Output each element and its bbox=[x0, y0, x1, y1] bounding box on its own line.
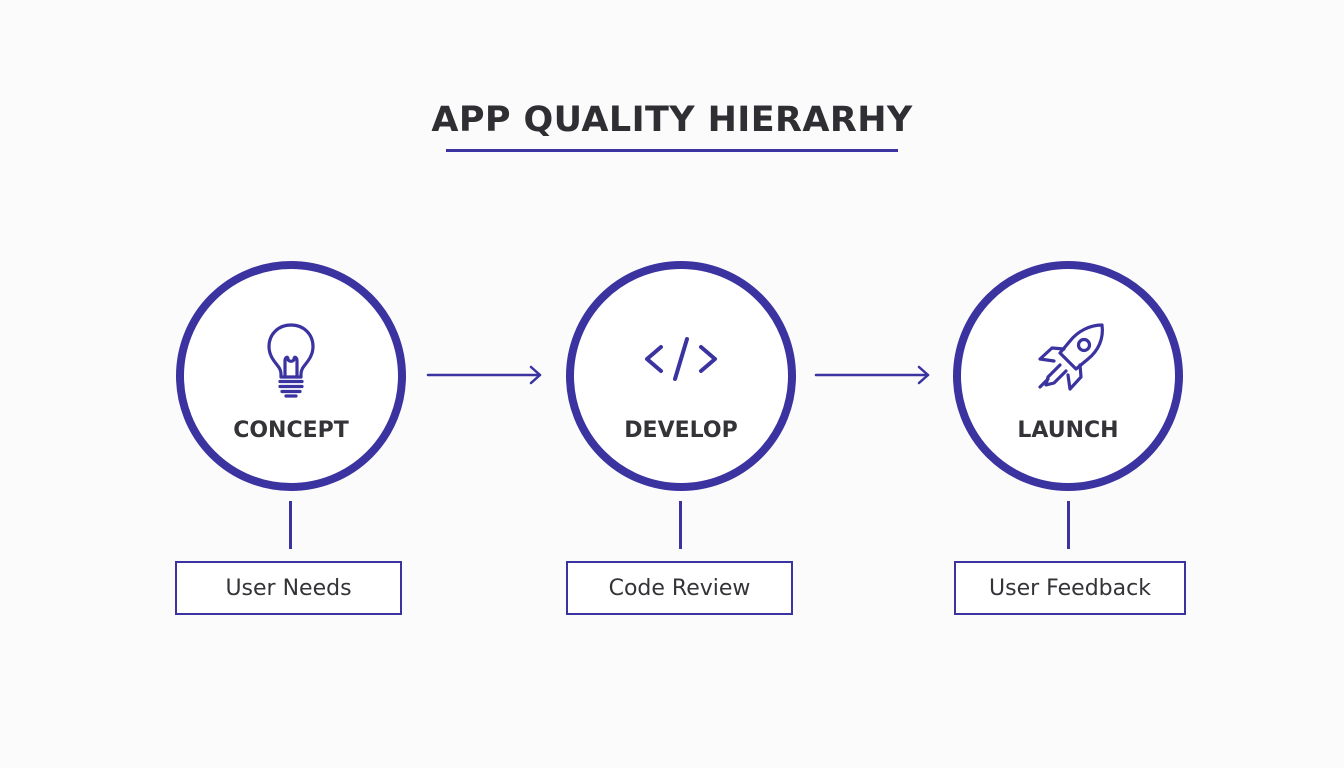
stage-launch-label: LAUNCH bbox=[1017, 418, 1119, 443]
stage-develop-circle: DEVELOP bbox=[566, 261, 796, 491]
arrow-right-icon bbox=[814, 365, 930, 385]
code-icon bbox=[645, 337, 717, 381]
stage-concept-detail: User Needs bbox=[175, 561, 402, 615]
stage-launch-circle: LAUNCH bbox=[953, 261, 1183, 491]
stage-concept-connector bbox=[289, 501, 292, 549]
title-underline bbox=[446, 149, 898, 152]
arrow-right-icon bbox=[426, 365, 542, 385]
stage-launch-connector bbox=[1067, 501, 1070, 549]
rocket-icon bbox=[1038, 323, 1104, 391]
diagram-title: APP QUALITY HIERARHY bbox=[431, 100, 913, 140]
stage-concept-label: CONCEPT bbox=[233, 418, 349, 443]
stage-develop-detail: Code Review bbox=[566, 561, 793, 615]
lightbulb-icon bbox=[267, 323, 315, 398]
stage-develop-label: DEVELOP bbox=[624, 418, 738, 443]
stage-develop-connector bbox=[679, 501, 682, 549]
stage-concept-circle: CONCEPT bbox=[176, 261, 406, 491]
stage-launch-detail: User Feedback bbox=[954, 561, 1186, 615]
